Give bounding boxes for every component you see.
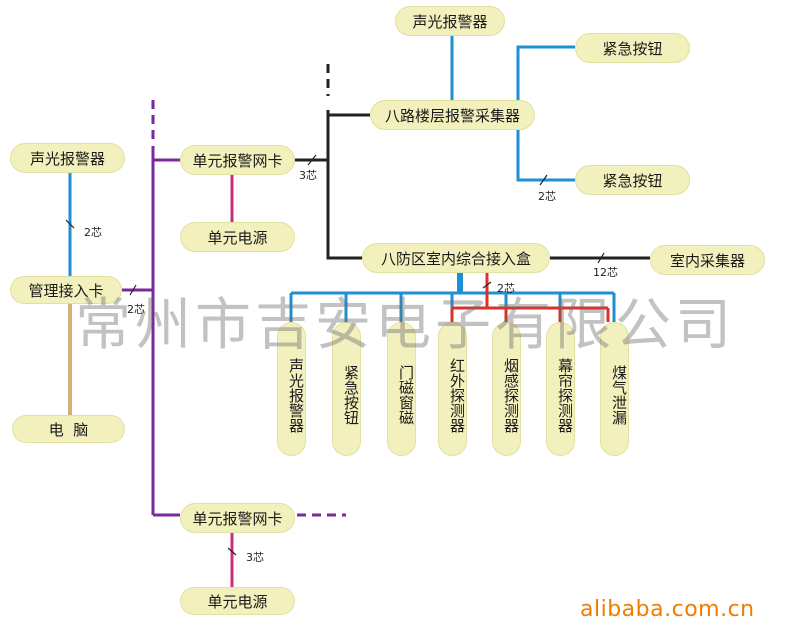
device-door-window-magnet: 门磁窗磁 [387, 322, 416, 456]
device-infrared-detector: 红外探测器 [438, 322, 467, 456]
wire-emergency-1 [516, 45, 575, 100]
core-ticks [65, 154, 605, 556]
indoor-collector-node: 室内采集器 [650, 245, 765, 275]
label-emergency-2core: 2芯 [538, 190, 556, 203]
black-wires [295, 64, 650, 260]
label-card1-3core: 3芯 [299, 169, 317, 182]
device-curtain-detector: 幕帘探测器 [546, 322, 575, 456]
eight-way-collector-node: 八路楼层报警采集器 [370, 100, 535, 130]
management-card-node: 管理接入卡 [10, 276, 122, 304]
tick-indoor [597, 252, 605, 264]
unit-alarm-card-node-1: 单元报警网卡 [180, 145, 295, 175]
tick-mgmt [129, 284, 137, 296]
tick-card2 [227, 547, 237, 556]
wire-emergency-2 [516, 130, 575, 182]
label-indoor-12core: 12芯 [593, 266, 618, 279]
label-left-alarm-2core: 2芯 [84, 226, 102, 239]
computer-node: 电 脑 [12, 415, 125, 443]
tick-emergency [539, 174, 548, 186]
emergency-button-node-2: 紧急按钮 [575, 165, 690, 195]
emergency-button-node-1: 紧急按钮 [575, 33, 690, 63]
purple-wires [122, 100, 346, 517]
tick-card1 [307, 154, 317, 166]
unit-alarm-card-node-2: 单元报警网卡 [180, 503, 295, 533]
left-alarm-node: 声光报警器 [10, 143, 125, 173]
tick-left-alarm [65, 219, 75, 229]
device-gas-leak: 煤气泄漏 [600, 322, 629, 456]
label-mgmt-2core: 2芯 [127, 303, 145, 316]
unit-power-node-1: 单元电源 [180, 222, 295, 252]
eight-zone-box-node: 八防区室内综合接入盒 [362, 243, 550, 273]
red-wires [450, 273, 610, 322]
blue-wires [68, 36, 616, 322]
alibaba-logo: alibaba.com.cn [580, 597, 755, 622]
tick-zone-box [482, 281, 492, 289]
device-emergency-button: 紧急按钮 [332, 322, 361, 456]
device-sound-light-alarm: 声光报警器 [277, 322, 306, 456]
label-zone-box-2core: 2芯 [497, 282, 515, 295]
unit-power-node-2: 单元电源 [180, 587, 295, 615]
top-alarm-node: 声光报警器 [395, 6, 505, 36]
wire-vertical-bus [326, 110, 362, 260]
label-card2-3core: 3芯 [246, 551, 264, 564]
device-smoke-detector: 烟感探测器 [492, 322, 521, 456]
